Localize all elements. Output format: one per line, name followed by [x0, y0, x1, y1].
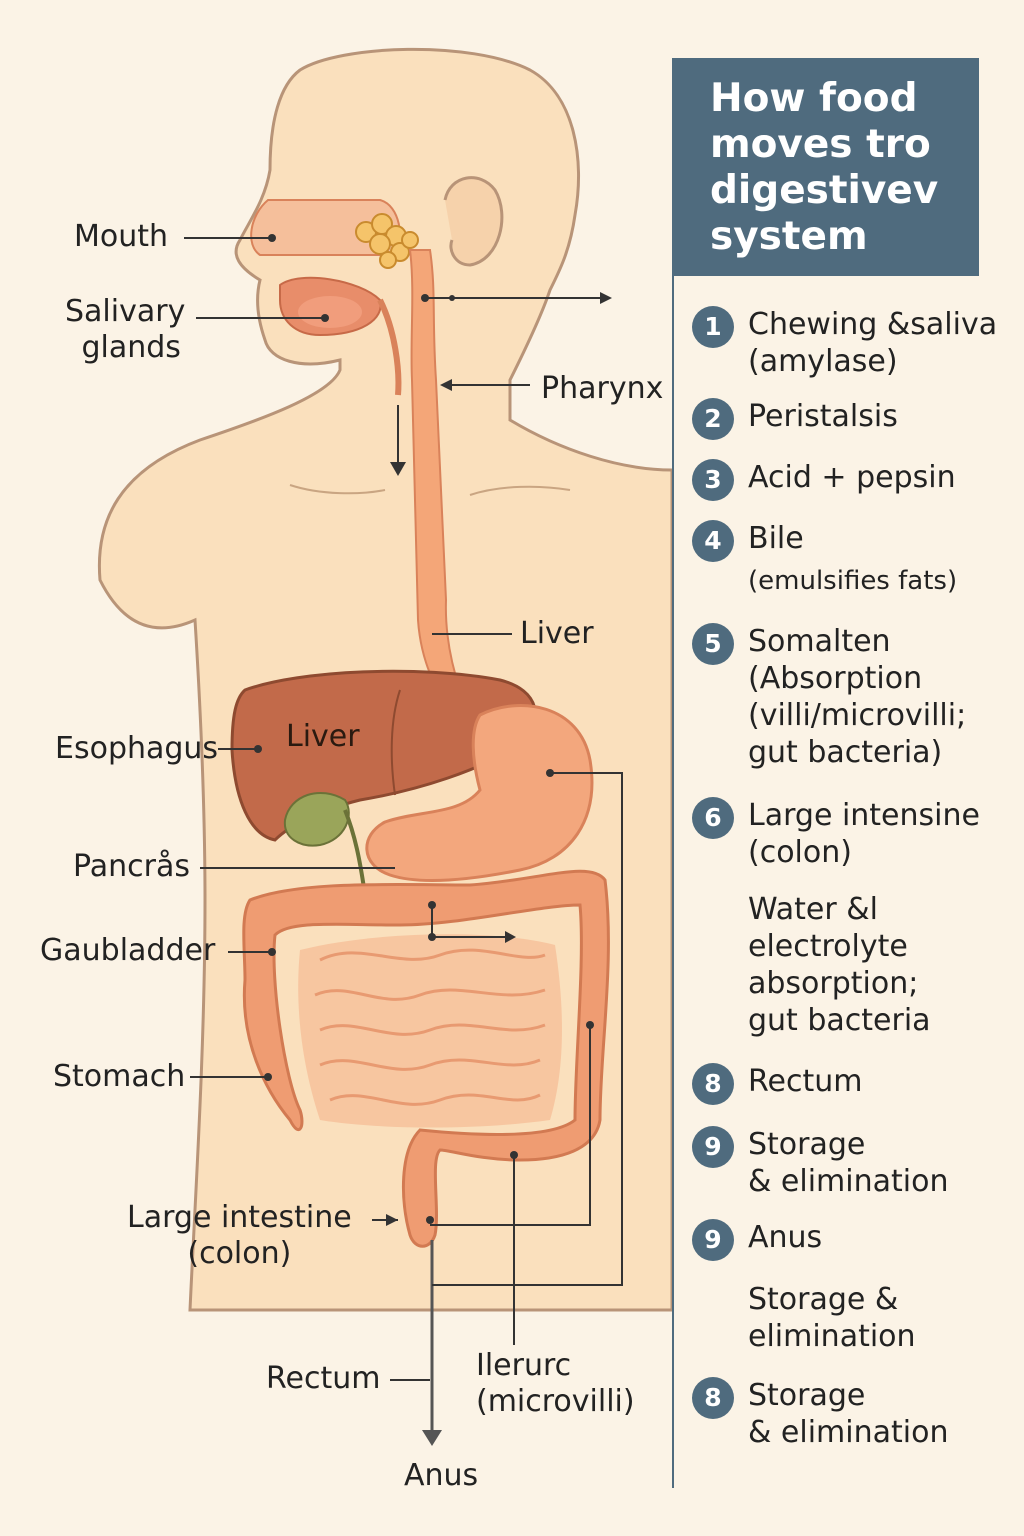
step-text: Storage & elimination: [748, 1281, 916, 1355]
step-title: Large intensine: [748, 798, 980, 833]
step-text: Rectum: [748, 1063, 862, 1100]
label-stomach: Stomach: [53, 1059, 186, 1094]
label-esophagus: Esophagus: [55, 731, 219, 766]
step-note-extra: elimination: [748, 1319, 916, 1354]
step-note-extra: gut bacteria: [748, 1003, 931, 1038]
anus-arrowhead: [422, 1430, 442, 1446]
small-intestine-fill: [298, 934, 562, 1128]
step-badge: 9: [692, 1126, 734, 1168]
step-badge: 5: [692, 623, 734, 665]
label-anus: Anus: [404, 1458, 479, 1493]
label-large-intestine-line1: Large intestine: [127, 1200, 352, 1235]
panel-title: How food moves tro digestivev system: [672, 58, 979, 276]
label-gallbladder: Gaubladder: [40, 933, 216, 968]
step-note: (Absorption: [748, 661, 923, 696]
step-badge: 8: [692, 1063, 734, 1105]
step-title: Somalten: [748, 624, 891, 659]
step-text: Water &l electrolyte absorption; gut bac…: [748, 891, 931, 1039]
step-note-extra: absorption;: [748, 966, 919, 1001]
label-ileum-line2: (microvilli): [476, 1384, 635, 1419]
step-badge: 6: [692, 797, 734, 839]
panel-title-line: digestivev: [710, 168, 939, 213]
label-large-intestine-line2: (colon): [187, 1236, 292, 1271]
leader-dots: [254, 234, 594, 1224]
panel-title-line: How food: [710, 76, 918, 121]
label-large-intestine: Large intestine (colon): [127, 1200, 352, 1272]
step-note: (colon): [748, 835, 852, 870]
step-badge: 1: [692, 306, 734, 348]
step-title: Bile: [748, 521, 804, 556]
step-text: Large intensine (colon): [748, 797, 980, 871]
step-title: Rectum: [748, 1064, 863, 1099]
label-pancreas: Pancrås: [73, 849, 190, 884]
step-note-extra: (villi/microvilli;: [748, 698, 967, 733]
step-badge: 8: [692, 1377, 734, 1419]
step-text: Peristalsis: [748, 398, 898, 435]
collarbone-right: [469, 485, 571, 496]
step-title: Storage: [748, 1378, 866, 1413]
label-pharynx: Pharynx: [541, 371, 664, 406]
steps-panel: How food moves tro digestivev system 1 C…: [672, 58, 1024, 1488]
step-text: Storage & elimination: [748, 1377, 948, 1451]
label-liver-organ: Liver: [286, 719, 360, 754]
collarbone-left: [289, 484, 386, 495]
panel-divider: [672, 276, 674, 1488]
label-mouth: Mouth: [74, 219, 169, 254]
step-badge: 4: [692, 520, 734, 562]
step-text: Chewing &saliva (amylase): [748, 306, 997, 380]
label-rectum: Rectum: [266, 1361, 381, 1396]
panel-title-line: system: [710, 214, 868, 259]
panel-title-line: moves tro: [710, 122, 931, 167]
step-title: Storage &: [748, 1282, 899, 1317]
step-text: Anus: [748, 1219, 822, 1256]
step-title: Peristalsis: [748, 399, 898, 434]
label-salivary-line2: glands: [81, 330, 181, 365]
tongue: [298, 296, 362, 328]
step-title: Water &l: [748, 892, 878, 927]
step-text: Bile (emulsifies fats): [748, 520, 957, 600]
label-ileum-line1: Ilerurc: [476, 1348, 572, 1383]
step-badge: 9: [692, 1219, 734, 1261]
step-text: Storage & elimination: [748, 1126, 948, 1200]
liver-lobe-line: [390, 689, 401, 796]
label-salivary-glands: Salivary glands: [65, 294, 185, 366]
label-salivary-line1: Salivary: [65, 294, 186, 329]
step-note-extra: & elimination: [748, 1164, 949, 1199]
ear: [443, 176, 504, 267]
stomach-organ: [365, 703, 594, 882]
step-note: (emulsifies fats): [748, 566, 958, 596]
step-badge: 2: [692, 398, 734, 440]
step-text: Somalten (Absorption (villi/microvilli; …: [748, 623, 966, 771]
label-liver-upper: Liver: [520, 616, 594, 651]
step-note: (amylase): [748, 344, 898, 379]
step-title: Storage: [748, 1127, 866, 1162]
step-note-extra: gut bacteria): [748, 735, 943, 770]
label-ileum: Ilerurc (microvilli): [476, 1348, 635, 1420]
digestive-system-figure: [97, 47, 672, 1446]
salivary-gland-cluster: [355, 213, 419, 269]
step-text: Acid + pepsin: [748, 459, 956, 496]
large-intestine-organ: [242, 869, 610, 1248]
step-note-extra: & elimination: [748, 1415, 949, 1450]
throat: [377, 298, 402, 396]
step-note-extra: electrolyte: [748, 929, 908, 964]
arrowheads: [386, 292, 612, 1226]
step-badge: 3: [692, 459, 734, 501]
step-title: Chewing &saliva: [748, 307, 998, 342]
step-title: Anus: [748, 1220, 823, 1255]
step-title: Acid + pepsin: [748, 460, 956, 495]
leader-lines: [184, 237, 623, 1381]
